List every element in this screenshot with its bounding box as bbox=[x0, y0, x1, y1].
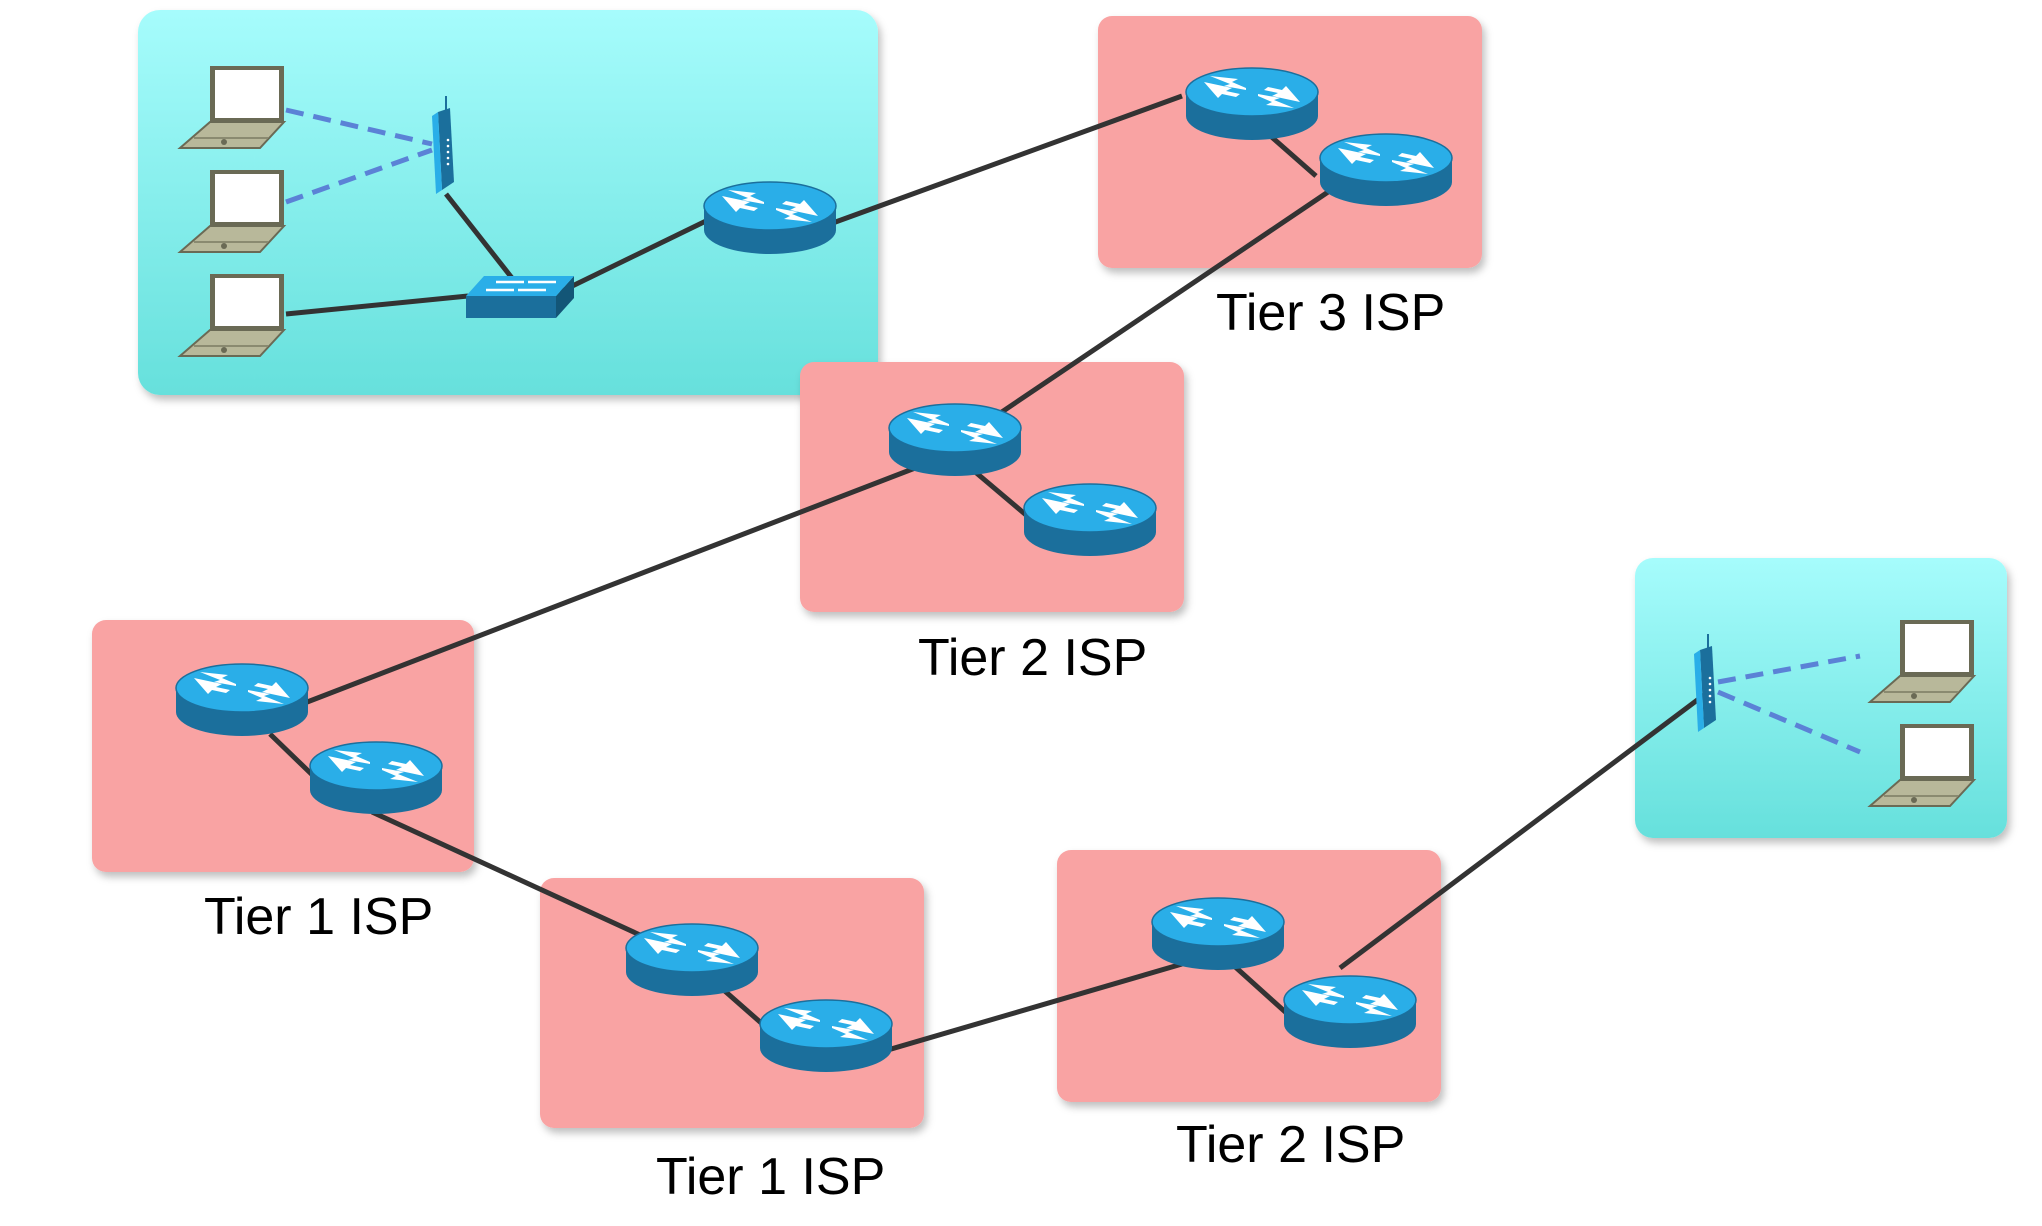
wireless-link bbox=[285, 107, 433, 147]
wired-link bbox=[829, 93, 1183, 227]
router-icon bbox=[1151, 897, 1285, 971]
router-icon bbox=[703, 181, 837, 255]
wired-link bbox=[873, 961, 1183, 1057]
switch-icon bbox=[464, 274, 576, 320]
router-icon bbox=[1023, 483, 1157, 557]
router-icon bbox=[1283, 975, 1417, 1049]
wired-link bbox=[982, 189, 1330, 427]
tier1-isp-bottom-label: Tier 1 ISP bbox=[656, 1148, 885, 1206]
wired-link bbox=[301, 457, 937, 707]
router-icon bbox=[625, 923, 759, 997]
wired-link bbox=[1338, 690, 1710, 970]
wireless-link bbox=[285, 147, 433, 205]
router-icon bbox=[1319, 133, 1453, 207]
wired-link bbox=[370, 809, 666, 949]
router-icon bbox=[888, 403, 1022, 477]
wired-link bbox=[558, 217, 710, 295]
router-icon bbox=[759, 999, 893, 1073]
router-icon bbox=[1185, 67, 1319, 141]
tier2-isp-lower-label: Tier 2 ISP bbox=[1176, 1116, 1405, 1174]
wired-link bbox=[444, 192, 514, 280]
tier1-isp-left-label: Tier 1 ISP bbox=[204, 888, 433, 946]
wireless-link bbox=[1717, 653, 1861, 685]
tier2-isp-upper-label: Tier 2 ISP bbox=[918, 629, 1147, 687]
tier3-isp-label: Tier 3 ISP bbox=[1216, 284, 1445, 342]
source-network-area bbox=[138, 10, 878, 395]
wired-link bbox=[285, 293, 469, 317]
wireless-link bbox=[1717, 689, 1861, 755]
router-icon bbox=[175, 663, 309, 737]
router-icon bbox=[309, 741, 443, 815]
wired-link bbox=[1230, 962, 1294, 1020]
